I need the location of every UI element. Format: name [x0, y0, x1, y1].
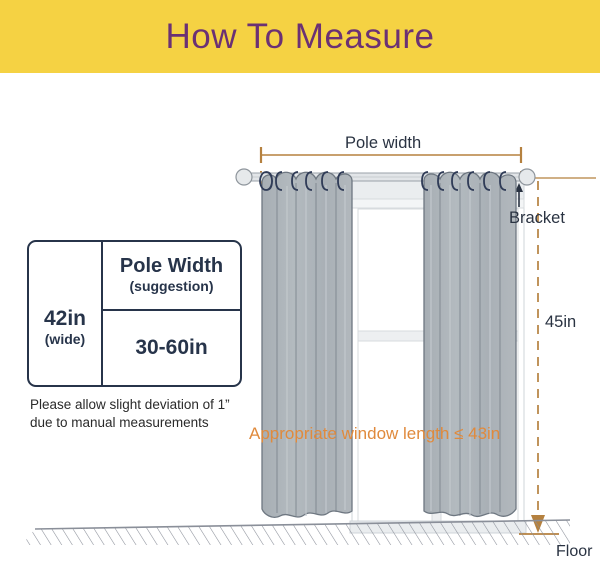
pole-width-dimension — [259, 147, 523, 163]
drop-dimension — [519, 181, 559, 535]
size-table-width-cell: 42in (wide) — [29, 242, 103, 385]
floor-hatching — [20, 519, 571, 545]
floor-label: Floor — [556, 543, 593, 560]
size-table-range-cell: 30-60in — [103, 311, 240, 385]
measurement-deviation-note-line1: Please allow slight deviation of 1” — [30, 397, 230, 412]
rod-finial-left — [235, 168, 253, 186]
size-table-width-value: 42in — [43, 306, 87, 330]
measurement-deviation-note-line2: due to manual measurements — [30, 415, 209, 431]
bracket-label: Bracket — [509, 209, 565, 227]
size-table-pole-column: Pole Width (suggestion) 30-60in — [103, 242, 240, 385]
size-table-width-qualifier: (wide) — [44, 330, 86, 347]
drop-measurement-label: 45in — [545, 313, 577, 331]
size-table-column-header-sub: (suggestion) — [129, 278, 214, 295]
measurement-deviation-note: Please allow slight deviation of 1” due … — [30, 396, 260, 432]
size-table-header-cell: Pole Width (suggestion) — [103, 242, 240, 311]
page-title: How To Measure — [165, 16, 435, 56]
size-table-range-value: 30-60in — [135, 336, 208, 359]
rod-finial-right — [518, 168, 536, 186]
curtain-measurement-diagram — [20, 147, 596, 545]
curtain-panel-left — [261, 171, 353, 518]
pole-width-label: Pole width — [345, 134, 422, 152]
grommet-group-right — [421, 171, 507, 191]
size-table-column-header: Pole Width — [119, 255, 224, 278]
window-length-note: Appropriate window length ≤ 43in — [249, 424, 501, 443]
bracket-arrow-icon — [515, 183, 523, 207]
grommet-group-left — [259, 171, 345, 191]
header-band: How To Measure — [0, 0, 600, 73]
size-table: 42in (wide) Pole Width (suggestion) 30-6… — [27, 240, 242, 387]
curtain-panel-right — [423, 171, 517, 518]
